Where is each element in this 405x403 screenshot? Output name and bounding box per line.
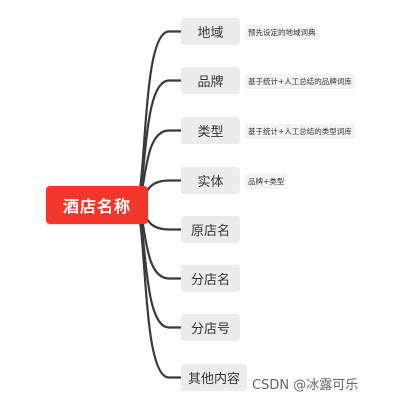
branch-note-brand: 基于统计+人工总结的品牌词库: [245, 74, 355, 89]
edge-branch-7: [132, 203, 181, 379]
branch-node-branch-name[interactable]: 分店名: [181, 265, 240, 292]
branch-note-entity: 品牌+类型: [245, 174, 288, 189]
branch-node-entity[interactable]: 实体: [181, 167, 240, 194]
root-node[interactable]: 酒店名称: [46, 186, 148, 224]
branch-node-other[interactable]: 其他内容: [181, 364, 247, 391]
branch-node-branch-number[interactable]: 分店号: [181, 314, 240, 341]
branch-note-type: 基于统计+人工总结的类型词库: [245, 124, 355, 139]
branch-node-type[interactable]: 类型: [181, 117, 240, 144]
branch-node-original-name[interactable]: 原店名: [181, 216, 240, 243]
branch-node-brand[interactable]: 品牌: [181, 67, 240, 94]
branch-note-region: 预先设定的地域词典: [245, 25, 319, 40]
branch-node-region[interactable]: 地域: [181, 18, 240, 45]
watermark: CSDN @冰露可乐: [252, 378, 359, 393]
